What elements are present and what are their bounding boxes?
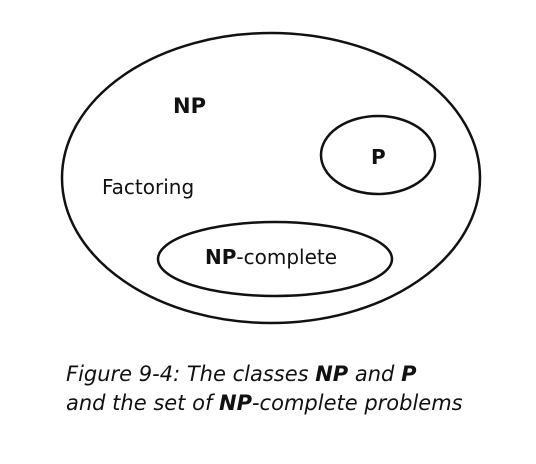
np-class-ellipse [60, 31, 482, 325]
caption-line-2-text: and the set of [66, 391, 220, 415]
np-complete-label-rest: -complete [236, 245, 337, 269]
caption-line-1-text: Figure 9-4: The classes [66, 362, 316, 386]
caption-np-term: NP [315, 362, 349, 386]
np-complete-ellipse [156, 220, 394, 298]
figure-caption: Figure 9-4: The classes NP and P and the… [66, 360, 526, 418]
caption-line-1: Figure 9-4: The classes NP and P [66, 360, 526, 389]
caption-p-term: P [401, 362, 417, 386]
caption-line-1-and: and [348, 362, 402, 386]
caption-np-complete-term: NP [219, 391, 252, 415]
p-class-ellipse [319, 114, 437, 196]
np-class-label: NP [173, 94, 206, 118]
np-complete-label-bold: NP [205, 245, 236, 269]
factoring-label: Factoring [102, 175, 194, 199]
caption-line-2-rest: -complete problems [251, 391, 463, 415]
p-class-label: P [371, 145, 386, 169]
np-p-venn-diagram: NP P Factoring NP-complete [60, 31, 482, 325]
caption-line-2: and the set of NP-complete problems [66, 389, 526, 418]
np-complete-label: NP-complete [205, 245, 337, 269]
